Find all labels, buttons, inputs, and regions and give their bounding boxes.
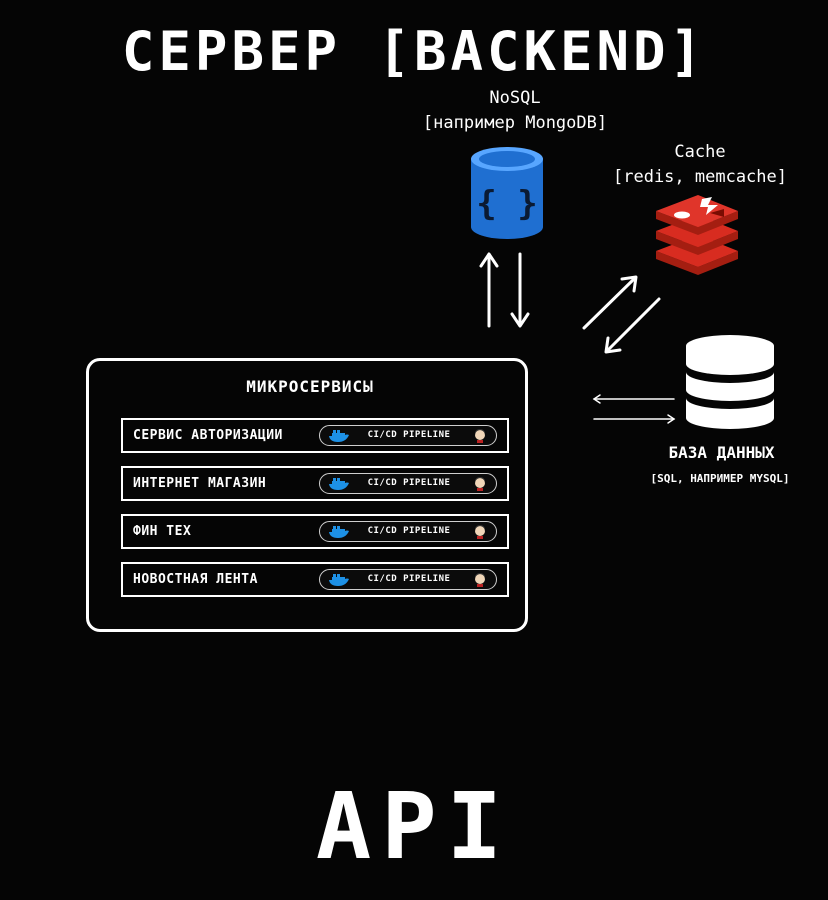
api-label: API (315, 773, 513, 880)
arrow-from-database (592, 394, 675, 404)
cache-label: Cache [redis, memcache] (575, 140, 825, 190)
microservice-label: ИНТЕРНЕТ МАГАЗИН (133, 476, 267, 491)
jenkins-icon (475, 477, 485, 491)
ci-cd-pipeline-badge: CI/CD PIPELINE (319, 473, 497, 494)
database-subtitle: [SQL, НАПРИМЕР MYSQL] (650, 472, 790, 485)
microservice-label: ФИН ТЕХ (133, 524, 192, 539)
arrow-up-to-nosql (479, 252, 499, 328)
database-name: БАЗА ДАННЫХ (668, 443, 775, 462)
ci-cd-pipeline-badge: CI/CD PIPELINE (319, 425, 497, 446)
page-title: СЕРВЕР [BACKEND] (121, 20, 707, 83)
microservice-row: НОВОСТНАЯ ЛЕНТА CI/CD PIPELINE (121, 562, 509, 597)
arrow-from-cache (604, 297, 661, 354)
jenkins-icon (475, 525, 485, 539)
docker-whale-icon (329, 430, 349, 442)
arrow-to-database (593, 414, 676, 424)
microservices-panel: МИКРОСЕРВИСЫ СЕРВИС АВТОРИЗАЦИИ CI/CD PIP… (86, 358, 528, 632)
microservice-label: СЕРВИС АВТОРИЗАЦИИ (133, 428, 283, 443)
redis-icon (656, 195, 738, 275)
docker-whale-icon (329, 574, 349, 586)
microservice-row: ФИН ТЕХ CI/CD PIPELINE (121, 514, 509, 549)
jenkins-icon (475, 573, 485, 587)
cache-subtitle: [redis, memcache] (613, 167, 787, 187)
nosql-label: NoSQL [например MongoDB] (370, 86, 660, 136)
ci-cd-pipeline-label: CI/CD PIPELINE (367, 478, 451, 488)
docker-whale-icon (329, 526, 349, 538)
microservice-row: ИНТЕРНЕТ МАГАЗИН CI/CD PIPELINE (121, 466, 509, 501)
ci-cd-pipeline-label: CI/CD PIPELINE (367, 574, 451, 584)
ci-cd-pipeline-badge: CI/CD PIPELINE (319, 521, 497, 542)
ci-cd-pipeline-label: CI/CD PIPELINE (367, 430, 451, 440)
arrow-to-cache (582, 275, 638, 330)
docker-whale-icon (329, 478, 349, 490)
microservice-row: СЕРВИС АВТОРИЗАЦИИ CI/CD PIPELINE (121, 418, 509, 453)
database-stack-icon (686, 335, 774, 429)
microservice-label: НОВОСТНАЯ ЛЕНТА (133, 572, 258, 587)
microservices-title: МИКРОСЕРВИСЫ (246, 377, 374, 396)
ci-cd-pipeline-badge: CI/CD PIPELINE (319, 569, 497, 590)
ci-cd-pipeline-label: CI/CD PIPELINE (367, 526, 451, 536)
nosql-name: NoSQL (489, 88, 541, 108)
arrow-down-from-nosql (510, 252, 530, 328)
jenkins-icon (475, 429, 485, 443)
svg-text:{ }: { } (476, 184, 537, 224)
cache-name: Cache (674, 142, 726, 162)
nosql-subtitle: [например MongoDB] (422, 113, 608, 133)
json-database-icon: { } (471, 147, 543, 239)
